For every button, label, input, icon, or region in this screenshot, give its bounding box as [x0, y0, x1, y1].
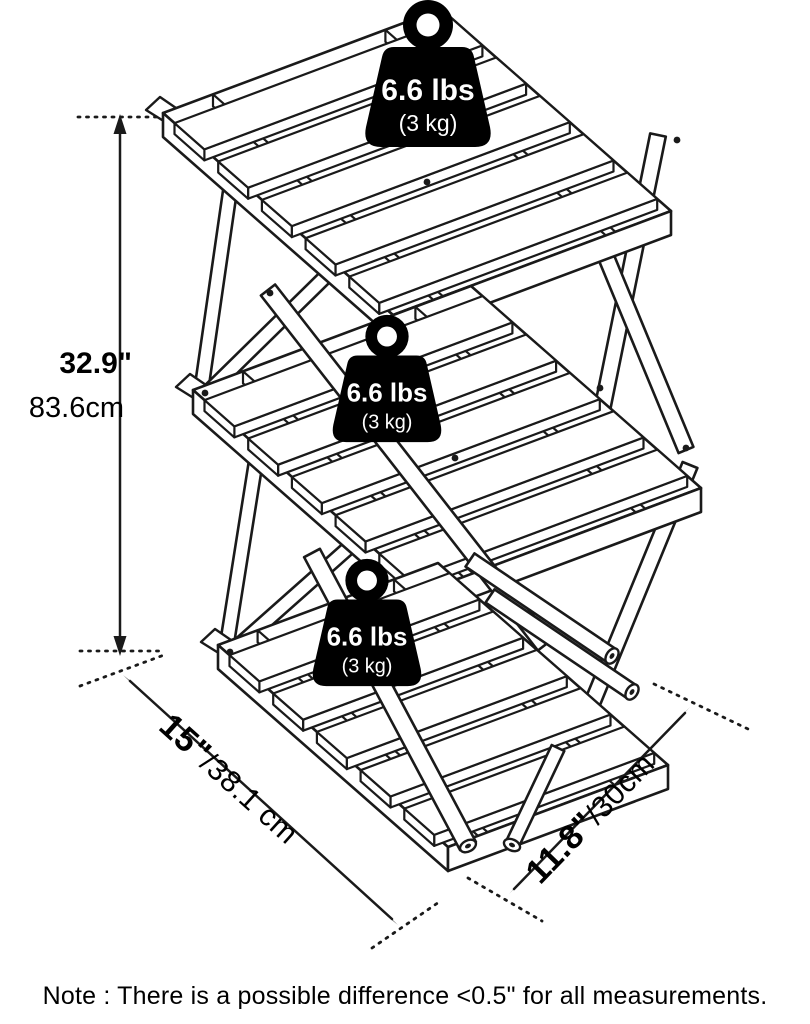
- weight-capacity-badge-middle: 6.6 lbs (3 kg): [329, 314, 445, 446]
- weight-body-icon: [312, 599, 422, 687]
- plant-stand-drawing: [144, 7, 703, 873]
- badge-kilograms-label: (3 kg): [399, 110, 458, 136]
- weight-body-icon: [332, 355, 442, 443]
- weight-capacity-badge-bottom: 6.6 lbs (3 kg): [309, 558, 425, 690]
- badge-pounds-label: 6.6 lbs: [381, 74, 474, 107]
- measurement-note: Note : There is a possible difference <0…: [42, 982, 768, 1010]
- dimension-annotations: [76, 114, 750, 950]
- badge-pounds-label: 6.6 lbs: [347, 377, 428, 407]
- weight-capacity-badge-top: 6.6 lbs (3 kg): [361, 0, 495, 151]
- badge-kilograms-label: (3 kg): [342, 655, 393, 677]
- badge-kilograms-label: (3 kg): [362, 411, 413, 433]
- badge-pounds-label: 6.6 lbs: [327, 621, 408, 651]
- weight-body-icon: [365, 47, 491, 147]
- height-dimension-centimeters: 83.6cm: [28, 392, 124, 424]
- height-dimension-inches: 32.9": [59, 347, 132, 380]
